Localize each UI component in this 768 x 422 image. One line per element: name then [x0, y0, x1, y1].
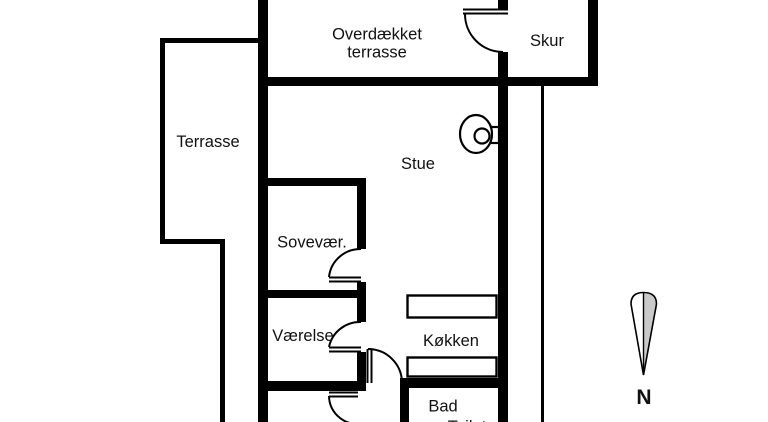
kitchen-counter-top	[406, 294, 498, 319]
terrace-top-line	[160, 38, 258, 43]
label-skur: Skur	[530, 32, 564, 50]
compass-north-label: N	[636, 386, 651, 409]
wall-sovevaer-top	[267, 178, 366, 186]
wall-skur-bottom	[508, 77, 598, 86]
vaerelse-door-arc	[328, 320, 362, 348]
skur-door-arc	[464, 13, 504, 53]
sovevaer-door-arc	[328, 247, 362, 278]
wall-interior-vertical-3	[357, 352, 366, 391]
compass-needle-icon	[630, 291, 658, 376]
label-koekken: Køkken	[423, 332, 479, 350]
bottom-door-leaf	[329, 391, 358, 398]
terrace-left-line	[160, 38, 165, 243]
label-terrasse: Terrasse	[176, 133, 239, 151]
room-labels: Overdækket terrasse Skur Terrasse Stue S…	[176, 26, 564, 422]
skur-door-leaf	[463, 8, 508, 15]
wall-bath-left	[400, 378, 409, 422]
wall-vaerelse-bottom	[267, 381, 366, 391]
label-sovevaer: Sovevær.	[277, 234, 347, 252]
hall-door-leaf	[366, 349, 373, 383]
label-vaerelse: Værelse	[272, 327, 333, 345]
kitchen-counter-bottom	[406, 356, 498, 378]
wall-covered-terrace-bottom	[268, 77, 498, 86]
wall-kitchen-bath-bottom	[400, 378, 508, 388]
label-overdaekket-line1: Overdækket	[332, 26, 422, 44]
fixtures	[406, 113, 501, 378]
walls	[258, 0, 598, 422]
label-toilet: Toilet	[448, 418, 487, 422]
compass: N	[630, 291, 658, 409]
terrace-outline	[160, 38, 544, 422]
terrace-bottom-line	[160, 239, 225, 244]
wall-right-main	[498, 52, 508, 422]
label-bad: Bad	[428, 398, 457, 416]
wall-sovevaer-vaerelse-divider	[267, 290, 366, 298]
wall-interior-vertical-2	[357, 282, 366, 322]
bottom-door-arc	[328, 395, 351, 422]
doors	[328, 8, 508, 422]
terrace-step-line	[220, 239, 225, 422]
stove-inner-circle	[473, 127, 491, 145]
sovevaer-door-leaf	[329, 276, 361, 283]
vaerelse-door-leaf	[329, 346, 361, 353]
wall-left-main	[258, 0, 268, 422]
label-overdaekket-line2: terrasse	[347, 44, 407, 62]
east-path-line	[541, 86, 544, 422]
label-stue: Stue	[401, 155, 435, 173]
wall-skur-right	[588, 0, 598, 86]
hall-door-arc	[367, 348, 403, 384]
wall-interior-vertical-1	[357, 178, 366, 249]
wall-right-stub	[498, 0, 508, 9]
